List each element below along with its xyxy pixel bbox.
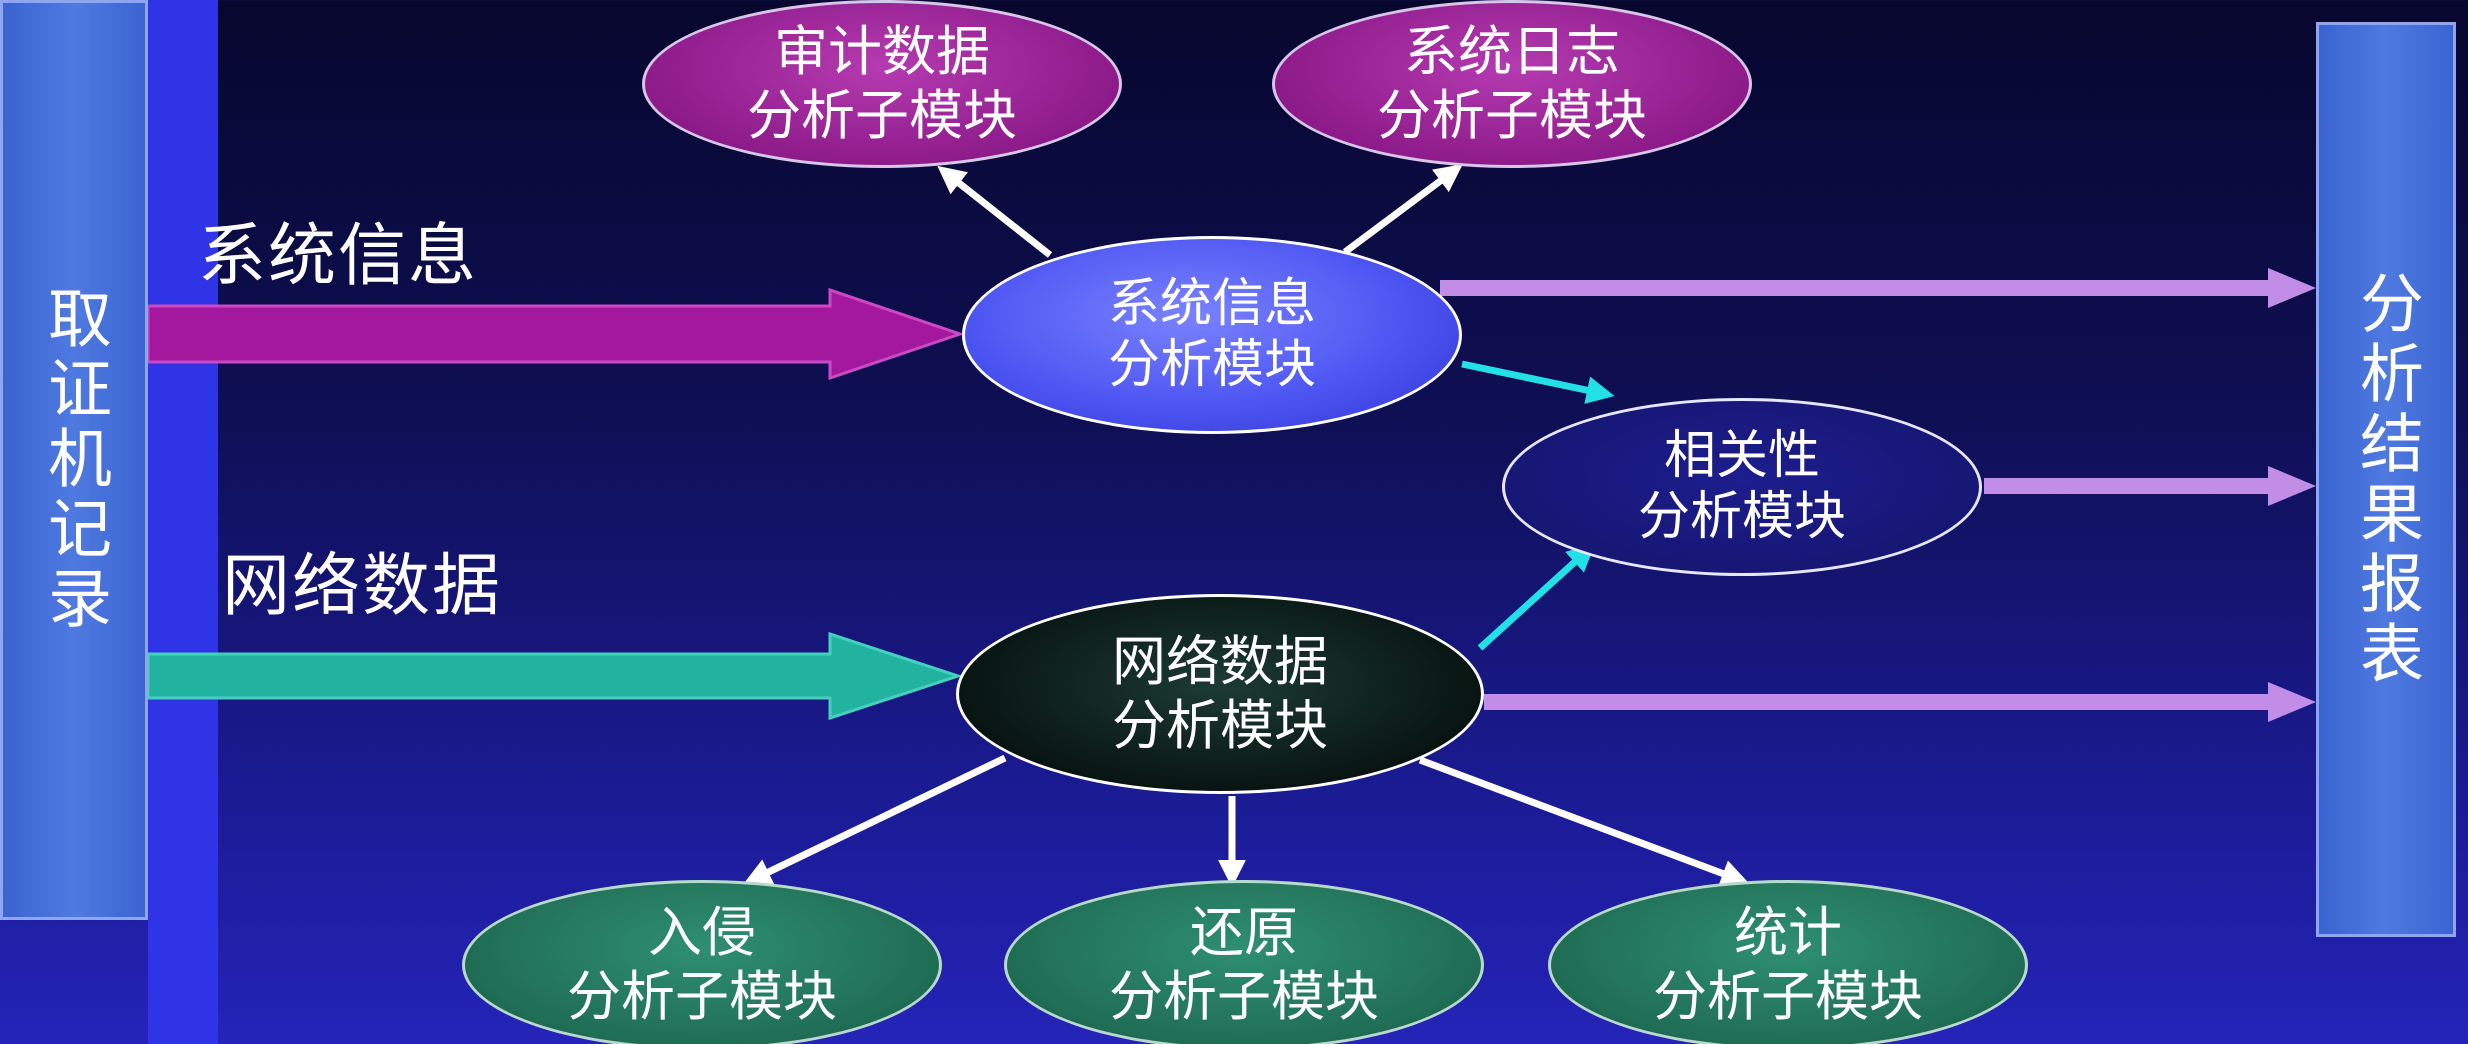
arrow-system-to-correlation — [1461, 360, 1615, 404]
submodule-label-line1: 入侵 — [648, 901, 756, 965]
output-arrow-correlation — [1984, 466, 2316, 506]
output-arrow-network — [1484, 682, 2316, 722]
arrow-to-audit-submodule — [937, 165, 1053, 258]
forensic-machine-record-label: 取证机记录 — [37, 285, 111, 635]
intrusion-analysis-submodule: 入侵 分析子模块 — [462, 880, 942, 1044]
system-info-input-arrow — [146, 287, 965, 381]
arrow-to-intrusion-submodule — [743, 754, 1007, 885]
network-data-input-label: 网络数据 — [222, 547, 503, 626]
analysis-report-panel: 分析结果报表 — [2316, 22, 2456, 937]
submodule-label-line1: 审计数据 — [774, 20, 990, 84]
arrow-to-syslog-submodule — [1342, 164, 1463, 255]
system-info-input-label: 系统信息 — [198, 217, 479, 296]
submodule-label-line1: 系统日志 — [1404, 20, 1620, 84]
network-data-analysis-module: 网络数据 分析模块 — [956, 594, 1484, 794]
submodule-label-line2: 分析子模块 — [567, 965, 837, 1028]
module-label-line2: 分析模块 — [1107, 335, 1316, 395]
submodule-label-line2: 分析子模块 — [747, 84, 1017, 147]
left-accent-stripe — [148, 0, 218, 1044]
correlation-analysis-module: 相关性 分析模块 — [1502, 398, 1982, 576]
system-info-analysis-module: 系统信息 分析模块 — [962, 236, 1462, 434]
arrow-to-statistics-submodule — [1418, 756, 1750, 887]
module-label-line2: 分析模块 — [1112, 694, 1328, 757]
arrow-network-to-correlation — [1477, 543, 1596, 651]
system-log-analysis-submodule: 系统日志 分析子模块 — [1272, 0, 1752, 168]
submodule-label-line2: 分析子模块 — [1377, 84, 1647, 147]
module-label-line2: 分析模块 — [1637, 487, 1846, 547]
module-label-line1: 系统信息 — [1107, 273, 1316, 334]
submodule-label-line1: 统计 — [1734, 901, 1842, 965]
module-label-line1: 网络数据 — [1112, 630, 1328, 694]
audit-data-analysis-submodule: 审计数据 分析子模块 — [642, 0, 1122, 168]
submodule-label-line2: 分析子模块 — [1653, 965, 1923, 1028]
submodule-label-line2: 分析子模块 — [1109, 965, 1379, 1028]
module-label-line1: 相关性 — [1663, 425, 1820, 486]
statistics-analysis-submodule: 统计 分析子模块 — [1548, 880, 2028, 1044]
network-data-input-arrow — [146, 631, 963, 721]
analysis-report-label: 分析结果报表 — [2349, 269, 2423, 690]
submodule-label-line1: 还原 — [1190, 901, 1298, 965]
forensic-machine-record-panel: 取证机记录 — [0, 0, 148, 920]
output-arrow-system — [1440, 268, 2316, 308]
restore-analysis-submodule: 还原 分析子模块 — [1004, 880, 1484, 1044]
